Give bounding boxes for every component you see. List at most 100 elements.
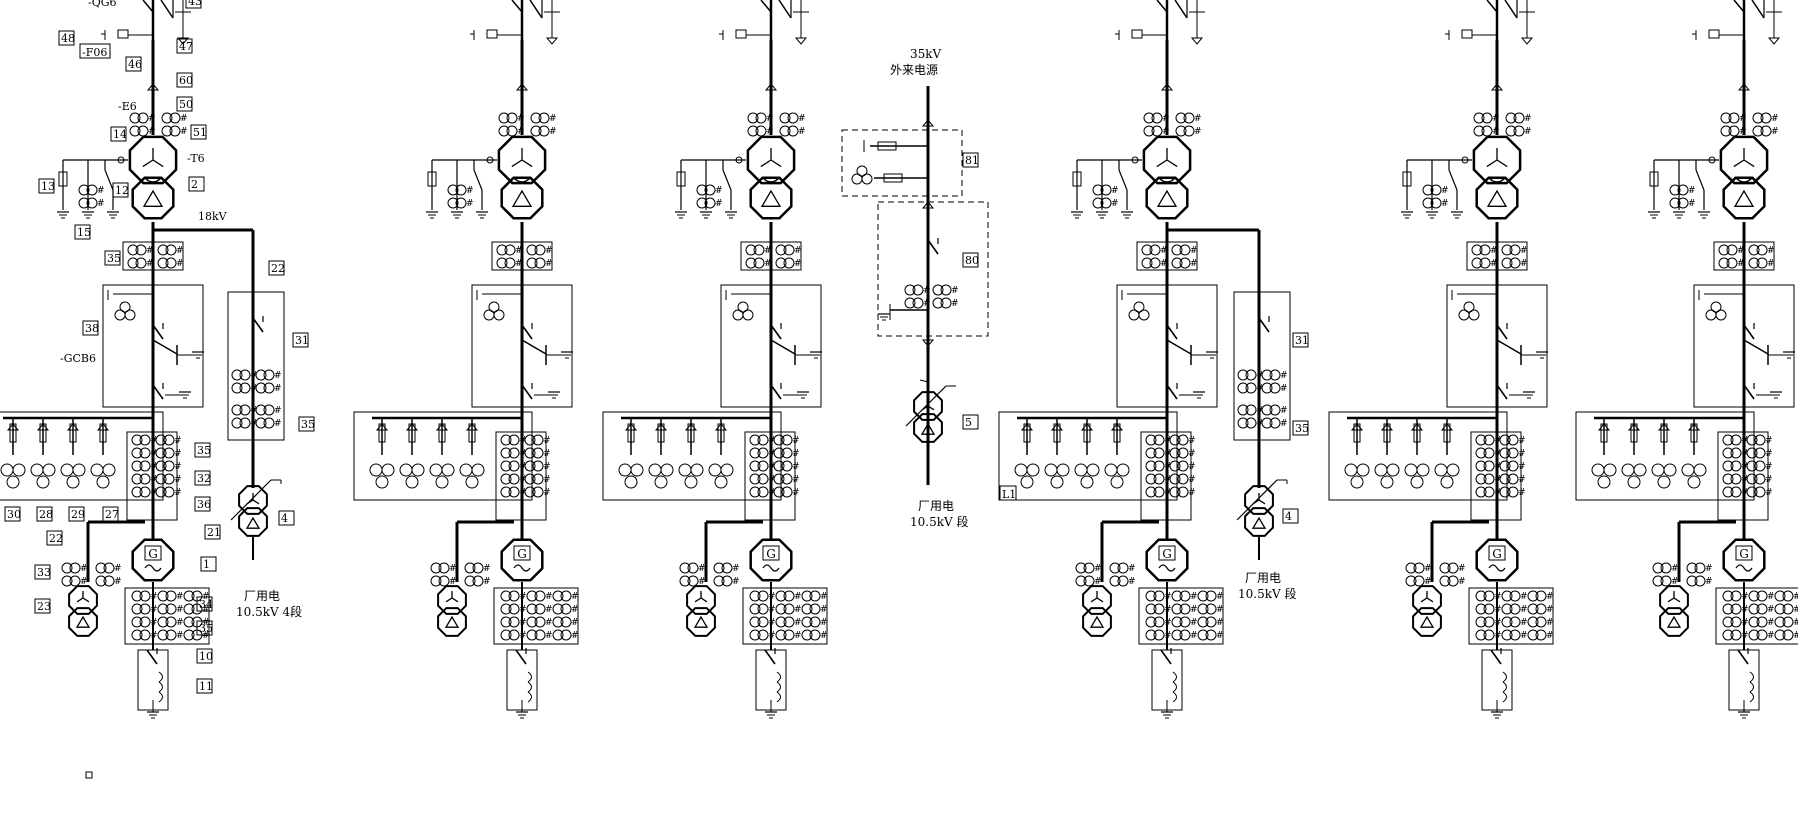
ct-icon: #	[1109, 575, 1136, 587]
ground-icon	[1523, 391, 1535, 399]
tag-number: 81	[965, 154, 979, 167]
ct-hash: #	[1164, 462, 1172, 472]
ring	[155, 434, 167, 446]
ring	[139, 603, 151, 615]
tag-box	[34, 598, 51, 614]
generator-bay: ####################G################	[998, 0, 1224, 719]
ring	[552, 616, 564, 628]
ring	[1405, 562, 1417, 574]
vt-ring	[1386, 463, 1400, 477]
switch-blade	[104, 169, 114, 191]
ring	[1782, 590, 1794, 602]
ring	[1527, 616, 1539, 628]
ct-hash: #	[543, 488, 551, 498]
ct-icon: #	[524, 473, 551, 485]
ct-icon: #	[801, 590, 828, 602]
arrow-down-icon	[1190, 37, 1204, 45]
ring	[538, 112, 550, 124]
ground-icon	[1096, 211, 1108, 219]
ct-icon: #	[1720, 112, 1747, 124]
feeder-frame	[1328, 411, 1508, 501]
ct-icon: #	[1175, 125, 1202, 137]
ring	[157, 590, 169, 602]
ct-hash: #	[768, 436, 776, 446]
winding-arc	[762, 177, 780, 183]
wire	[252, 317, 264, 333]
ct-icon: #	[530, 112, 557, 124]
ring	[856, 165, 868, 177]
ct-icon: #	[1237, 404, 1264, 416]
ring	[779, 112, 791, 124]
tap-arrow	[230, 479, 272, 521]
ct-icon: #	[904, 284, 931, 296]
ct-icon: #	[1092, 197, 1119, 209]
ct-hash: #	[1546, 631, 1554, 641]
ring	[1774, 629, 1786, 641]
ct-hash: #	[97, 199, 105, 209]
ring	[1722, 486, 1734, 498]
wire	[1258, 317, 1270, 333]
ring	[498, 112, 510, 124]
ring	[1756, 603, 1768, 615]
ring	[103, 575, 115, 587]
ring	[496, 257, 508, 269]
ct-hash: #	[698, 577, 706, 587]
ct-hash: #	[180, 127, 188, 137]
ct-hash: #	[519, 462, 527, 472]
ring	[1722, 434, 1734, 446]
vt-ring	[720, 463, 734, 477]
circuit-breaker-icon	[1496, 383, 1508, 400]
main-transformer-octagon	[500, 176, 544, 220]
ring	[1205, 603, 1217, 615]
ring	[165, 257, 177, 269]
tag-box	[4, 506, 21, 522]
ct-hash: #	[1767, 259, 1775, 269]
ct-hash: #	[202, 631, 210, 641]
grounding-switch	[770, 339, 796, 355]
ring	[783, 257, 795, 269]
vt-ring	[1026, 463, 1040, 477]
generator-octagon	[1722, 538, 1766, 582]
ring	[1475, 603, 1487, 615]
capacitor-box	[735, 29, 747, 39]
ring	[1722, 447, 1734, 459]
ring	[438, 575, 450, 587]
generator-octagon	[749, 538, 793, 582]
ct-hash: #	[1216, 631, 1224, 641]
ct-icon: #	[1473, 125, 1500, 137]
wye-icon	[445, 591, 459, 603]
ground-icon	[476, 211, 488, 219]
vt-ring	[96, 475, 110, 489]
ct-icon: #	[524, 434, 551, 446]
ring	[1748, 616, 1760, 628]
tag-box	[1292, 420, 1309, 436]
disconnector-icon	[770, 323, 782, 340]
arrow-up-icon	[1597, 423, 1611, 431]
main-transformer-octagon	[1719, 135, 1769, 185]
vt-ring	[1110, 475, 1124, 489]
wire	[152, 384, 164, 400]
ct-hash: #	[1424, 564, 1432, 574]
vt-ring	[1374, 463, 1388, 477]
ring	[1754, 447, 1766, 459]
ct-icon: #	[749, 460, 776, 472]
ring	[1197, 629, 1209, 641]
vt-ring	[471, 463, 485, 477]
ct-icon: #	[904, 297, 931, 309]
ct-icon: #	[1748, 590, 1775, 602]
wire	[82, 597, 90, 603]
generator-bays: ####################G###################…	[0, 0, 1798, 719]
ct-icon: #	[552, 629, 579, 641]
ct-icon: #	[1501, 257, 1528, 269]
ct-hash: #	[466, 186, 474, 196]
ct-hash: #	[794, 631, 802, 641]
ring	[696, 197, 708, 209]
ct-hash: #	[1767, 592, 1775, 602]
wire	[770, 384, 782, 400]
ring	[1092, 184, 1104, 196]
ct-icon: #	[1439, 575, 1466, 587]
tag-box	[194, 442, 211, 458]
ring	[1447, 562, 1459, 574]
ct-icon: #	[530, 125, 557, 137]
ct-hash: #	[519, 488, 527, 498]
